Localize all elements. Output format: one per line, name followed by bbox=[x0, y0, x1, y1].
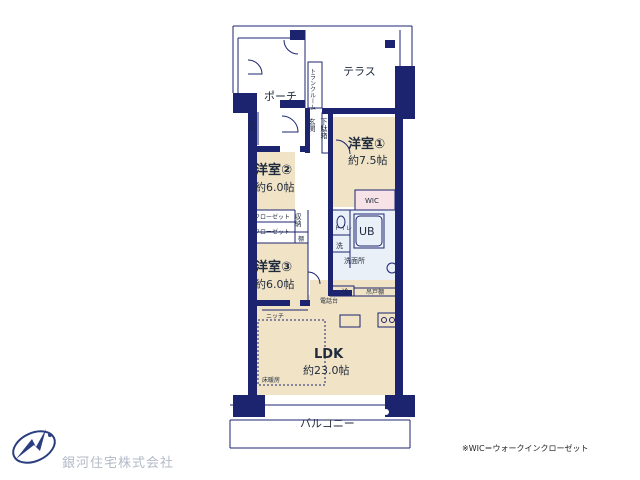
ldk-size: 約23.0帖 bbox=[303, 363, 350, 377]
bedroom1-size: 約7.5帖 bbox=[348, 153, 388, 167]
bedroom3-floor bbox=[250, 243, 308, 303]
trunk-room-label: トランクルーム bbox=[309, 68, 316, 110]
closet-b-label: クローゼット bbox=[254, 228, 290, 236]
toilet-label: トイレ bbox=[334, 225, 352, 232]
wic-label: WIC bbox=[365, 197, 379, 205]
floor-heating-label: 床暖房 bbox=[262, 376, 280, 384]
toilet-icon bbox=[336, 215, 346, 229]
bedroom1-name: 洋室① bbox=[348, 136, 385, 152]
bedroom3-name: 洋室③ bbox=[255, 259, 292, 275]
stove-icon bbox=[381, 317, 387, 323]
wet-area-floor bbox=[332, 210, 400, 288]
mb-label: MB bbox=[247, 121, 255, 132]
storage-label: 収納 bbox=[294, 213, 302, 228]
niche-label: ニッチ bbox=[266, 313, 284, 320]
closet-a-label: クローゼット bbox=[254, 213, 290, 221]
ldk-lower-floor bbox=[310, 280, 400, 300]
bedroom2-name: 洋室② bbox=[255, 162, 292, 178]
company-logo-icon bbox=[12, 429, 56, 464]
balcony-label: バルコニー bbox=[300, 417, 355, 430]
fridge-label: 冷 bbox=[342, 287, 349, 296]
shoe-box-label: 下駄箱 bbox=[320, 118, 328, 140]
bedroom2-size: 約6.0帖 bbox=[255, 180, 295, 194]
bedroom3-size: 約6.0帖 bbox=[255, 277, 295, 291]
porch-label: ポーチ bbox=[264, 90, 297, 103]
wic-note: ※WIC＝ウォークインクローゼット bbox=[462, 444, 589, 453]
walls bbox=[233, 30, 415, 417]
phone-stand-label: 電話台 bbox=[320, 297, 338, 305]
company-name: 銀河住宅株式会社 bbox=[62, 456, 175, 471]
shelf-label: 棚 bbox=[298, 235, 304, 243]
bedroom2-floor bbox=[250, 152, 295, 210]
wic-floor bbox=[355, 190, 395, 210]
sink-icon bbox=[386, 262, 398, 274]
outline-lines bbox=[229, 25, 413, 449]
ldk-name: LDK bbox=[314, 347, 344, 362]
washroom-label: 洗面所 bbox=[344, 256, 365, 265]
ub-label: UB bbox=[359, 225, 375, 238]
terrace-label: テラス bbox=[343, 65, 376, 78]
bathtub-icon bbox=[355, 215, 383, 247]
stove-icon-2 bbox=[389, 317, 395, 323]
hanging-cabinet-label: 吊戸棚 bbox=[366, 288, 384, 296]
wash-label: 洗 bbox=[336, 241, 343, 250]
entrance-label: 玄関 bbox=[308, 117, 316, 133]
